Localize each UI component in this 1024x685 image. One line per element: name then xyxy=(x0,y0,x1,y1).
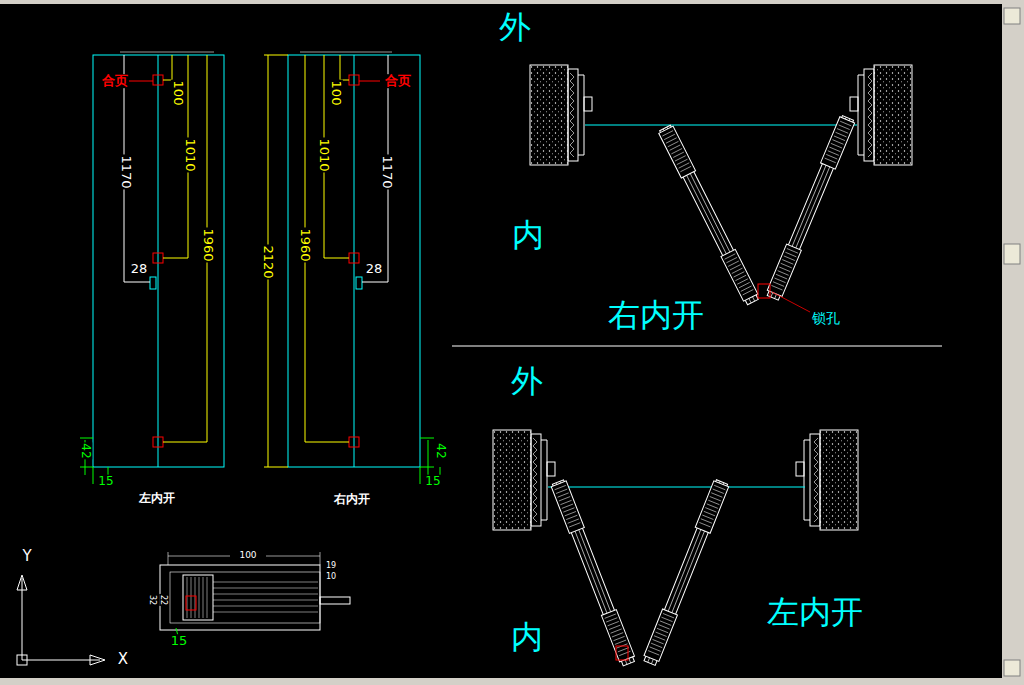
callout: 锁孔 xyxy=(811,311,841,326)
dimension: 1010 xyxy=(317,137,331,172)
dimension: 1010 xyxy=(183,137,197,172)
dimension: 22 xyxy=(159,594,167,606)
view-title: 右内开 xyxy=(333,493,371,506)
side-label: 外 xyxy=(498,11,532,45)
right-door-elevation xyxy=(264,52,440,484)
dimension: 15 xyxy=(424,475,441,488)
dimension: 1170 xyxy=(380,154,394,189)
hinge-label: 合页 xyxy=(101,74,129,88)
separator xyxy=(452,346,942,347)
axis-label: X xyxy=(117,652,129,668)
dimension: 100 xyxy=(171,80,185,107)
plan-right-inward xyxy=(530,65,912,312)
dimension: 42 xyxy=(80,442,93,459)
dimension: 1170 xyxy=(119,154,133,189)
dimension: 10 xyxy=(325,573,337,581)
hinge-label: 合页 xyxy=(384,74,412,88)
dimension: 15 xyxy=(170,634,189,648)
view-title: 左内开 xyxy=(766,596,864,630)
left-door-elevation xyxy=(80,52,224,484)
dimension: 1960 xyxy=(201,227,215,262)
dimension: 2120 xyxy=(261,244,275,279)
plan-left-inward xyxy=(493,430,858,667)
dimension: 15 xyxy=(97,475,114,488)
dimension: 19 xyxy=(325,562,337,570)
view-title: 右内开 xyxy=(607,299,705,333)
dimension: 32 xyxy=(148,594,156,606)
dimension: 100 xyxy=(329,80,343,107)
ucs-icon xyxy=(17,575,105,665)
hinge-section xyxy=(160,552,350,636)
side-label: 内 xyxy=(511,219,545,253)
dimension: 28 xyxy=(130,262,149,276)
dimension: 42 xyxy=(435,442,448,459)
side-label: 外 xyxy=(510,365,544,399)
view-title: 左内开 xyxy=(138,492,176,505)
dimension: 1960 xyxy=(298,227,312,262)
axis-label: Y xyxy=(21,549,32,565)
dimension: 100 xyxy=(238,551,257,560)
side-label: 内 xyxy=(510,621,544,655)
dimension: 28 xyxy=(365,262,384,276)
